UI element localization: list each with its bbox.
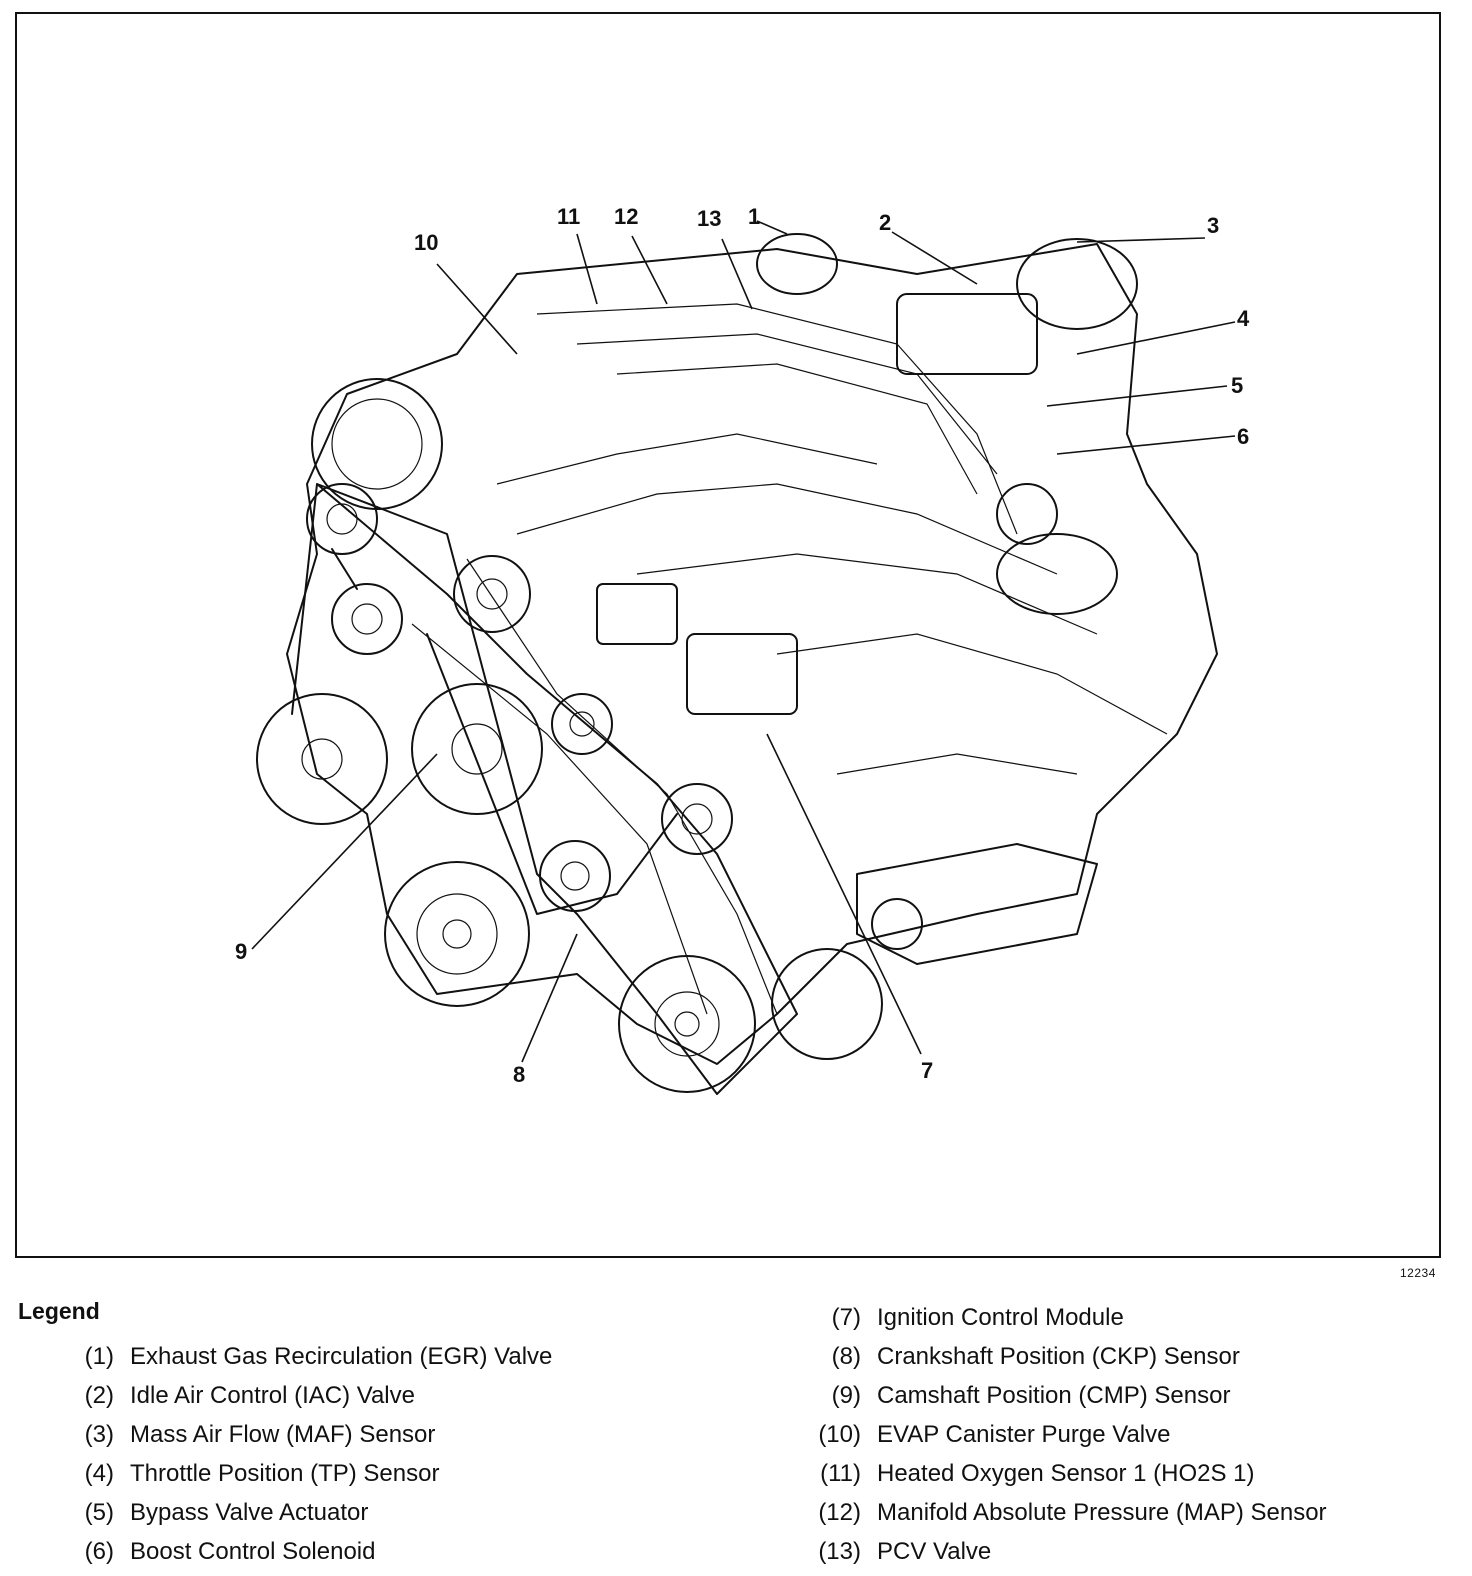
legend-item: (11) Heated Oxygen Sensor 1 (HO2S 1): [813, 1454, 1327, 1493]
legend-item-label: Ignition Control Module: [877, 1303, 1124, 1331]
callout-5: 5: [1231, 373, 1243, 398]
callout-6: 6: [1237, 424, 1249, 449]
legend-item: (5) Bypass Valve Actuator: [78, 1493, 552, 1532]
legend-item-number: (2): [84, 1381, 114, 1409]
leader-lines: [251, 220, 1236, 1063]
legend-item-label: PCV Valve: [877, 1537, 992, 1565]
legend-item-label: Exhaust Gas Recirculation (EGR) Valve: [130, 1342, 553, 1370]
legend-item: (12) Manifold Absolute Pressure (MAP) Sen…: [813, 1493, 1327, 1532]
callout-labels: 1 2 3 4 5 6 7 8 9 10 11 12 13: [235, 204, 1250, 1087]
callout-3: 3: [1207, 213, 1219, 238]
legend-item-number: (5): [84, 1498, 114, 1526]
callout-11: 11: [557, 204, 580, 229]
legend-item: (9) Camshaft Position (CMP) Sensor: [813, 1376, 1327, 1415]
legend-item: (7) Ignition Control Module: [813, 1298, 1327, 1337]
legend-item-label: Manifold Absolute Pressure (MAP) Sensor: [877, 1498, 1327, 1526]
legend-item-number: (4): [84, 1459, 114, 1487]
callout-12: 12: [614, 204, 638, 229]
legend-item-label: Throttle Position (TP) Sensor: [130, 1459, 440, 1487]
callout-1: 1: [748, 204, 760, 229]
legend-item-number: (3): [84, 1420, 114, 1448]
drive-belt: [291, 483, 798, 1095]
legend-item-number: (9): [831, 1381, 861, 1409]
engine-figure: 1 2 3 4 5 6 7 8 9 10 11 12 13: [15, 12, 1441, 1258]
legend-item-number: (13): [818, 1537, 861, 1565]
legend-item-label: Heated Oxygen Sensor 1 (HO2S 1): [877, 1459, 1255, 1487]
legend-column-left: (1) Exhaust Gas Recirculation (EGR) Valve…: [78, 1337, 553, 1571]
legend-item-label: Camshaft Position (CMP) Sensor: [877, 1381, 1231, 1409]
legend-item-label: Boost Control Solenoid: [130, 1537, 376, 1565]
legend-item: (1) Exhaust Gas Recirculation (EGR) Valve: [78, 1337, 553, 1376]
legend-item-number: (12): [818, 1498, 861, 1526]
legend-column-right: (7) Ignition Control Module (8) Crankshaft…: [813, 1298, 1327, 1571]
pulley-group: [256, 378, 923, 1093]
legend-title: Legend: [18, 1298, 100, 1324]
legend-item-number: (6): [84, 1537, 114, 1565]
callout-10: 10: [414, 230, 438, 255]
legend-item-label: Bypass Valve Actuator: [130, 1498, 369, 1526]
legend-item-label: EVAP Canister Purge Valve: [877, 1420, 1171, 1448]
callout-7: 7: [921, 1058, 933, 1083]
legend-item: (13) PCV Valve: [813, 1532, 1327, 1571]
engine-illustration: 1 2 3 4 5 6 7 8 9 10 11 12 13: [235, 204, 1250, 1095]
figure-id: 12234: [1400, 1266, 1436, 1280]
engine-body: [286, 233, 1218, 1065]
legend-item: (4) Throttle Position (TP) Sensor: [78, 1454, 552, 1493]
legend-item-label: Crankshaft Position (CKP) Sensor: [877, 1342, 1240, 1370]
legend-item-number: (8): [831, 1342, 861, 1370]
legend-item: (10) EVAP Canister Purge Valve: [813, 1415, 1327, 1454]
legend-item: (8) Crankshaft Position (CKP) Sensor: [813, 1337, 1327, 1376]
legend-item-number: (10): [818, 1420, 861, 1448]
legend-item-number: (11): [820, 1459, 861, 1487]
callout-4: 4: [1237, 306, 1250, 331]
callout-13: 13: [697, 206, 721, 231]
legend-item: (2) Idle Air Control (IAC) Valve: [78, 1376, 552, 1415]
callout-8: 8: [513, 1062, 525, 1087]
legend-item: (3) Mass Air Flow (MAF) Sensor: [78, 1415, 552, 1454]
callout-2: 2: [879, 210, 891, 235]
legend-item-number: (1): [84, 1342, 114, 1370]
legend-item-number: (7): [831, 1303, 861, 1331]
callout-9: 9: [235, 939, 247, 964]
legend-item: (6) Boost Control Solenoid: [78, 1532, 552, 1571]
legend-item-label: Idle Air Control (IAC) Valve: [130, 1381, 415, 1409]
legend-item-label: Mass Air Flow (MAF) Sensor: [130, 1420, 436, 1448]
